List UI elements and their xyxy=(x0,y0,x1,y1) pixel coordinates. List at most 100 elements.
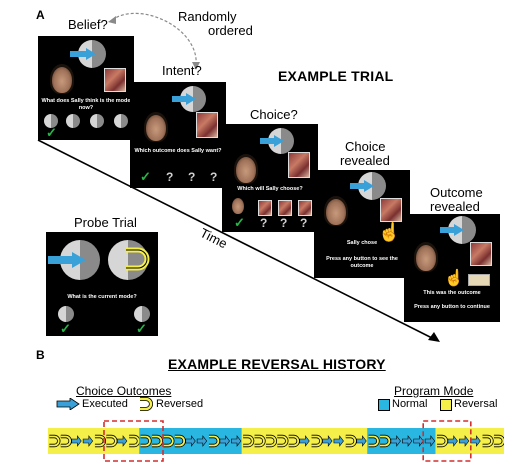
executed-arrow-icon xyxy=(413,435,424,447)
executed-arrow-icon xyxy=(470,435,481,447)
outcome-revealed-line1: Outcome xyxy=(430,185,483,200)
randomly-ordered-arrow xyxy=(111,12,197,67)
unknown-response-1: ? xyxy=(166,170,174,184)
executed-arrow-icon xyxy=(70,48,96,60)
reversed-arrow-icon xyxy=(345,435,357,447)
reversed-arrow-icon xyxy=(126,247,150,271)
executed-arrow-icon xyxy=(260,135,284,147)
unknown-response-3: ? xyxy=(210,170,218,184)
check-icon-right: ✓ xyxy=(136,321,147,336)
choice-label: Choice? xyxy=(250,107,298,122)
option-pie-1 xyxy=(44,114,58,128)
reversed-label: Reversed xyxy=(156,398,204,410)
reversed-arrow-icon xyxy=(60,435,72,447)
outcome-revealed-line2: revealed xyxy=(430,199,480,214)
unknown-response-2: ? xyxy=(280,216,288,230)
probe-trial-label: Probe Trial xyxy=(74,215,137,230)
executed-arrow-icon xyxy=(356,435,367,447)
executed-arrow-icon xyxy=(185,435,196,447)
option-pie-2 xyxy=(66,114,80,128)
unknown-response-3: ? xyxy=(300,216,308,230)
reversed-arrow-icon xyxy=(163,435,174,447)
executed-arrow-icon xyxy=(459,435,470,447)
choice-revealed-text: Sally chose xyxy=(346,240,378,246)
probe-pie-reversed-icon xyxy=(108,240,148,280)
panel-a-letter: A xyxy=(36,8,45,22)
time-line xyxy=(37,139,437,341)
belief-screen: What does Sally think is the mode now? ✓ xyxy=(38,36,134,140)
option-pie-3 xyxy=(90,114,104,128)
reversed-arrow-icon xyxy=(379,435,391,447)
reversed-arrow-icon xyxy=(151,435,163,447)
executed-arrow-icon xyxy=(48,252,86,268)
option-pie-executed xyxy=(58,306,74,322)
outcome-photo xyxy=(470,242,492,266)
reversed-arrow-icon xyxy=(254,435,265,447)
unknown-response-1: ? xyxy=(260,216,268,230)
check-icon-left: ✓ xyxy=(60,321,71,336)
option-photo-1 xyxy=(258,200,272,216)
outcome-object-icon xyxy=(468,274,490,286)
time-arrowhead xyxy=(428,332,440,342)
unknown-response-2: ? xyxy=(188,170,196,184)
outcome-photo xyxy=(288,152,310,178)
option-face-icon xyxy=(232,198,244,214)
executed-arrow-icon xyxy=(322,435,333,447)
randomly-ordered-arrowhead-bottom xyxy=(192,62,200,70)
reversed-arrow-icon xyxy=(49,435,60,447)
reversal-swatch xyxy=(440,399,452,411)
outcome-photo xyxy=(380,198,402,222)
reversal-label: Reversal xyxy=(454,398,498,410)
randomly-ordered-arrowhead-top xyxy=(108,16,116,24)
probe-prompt: What is the current mode? xyxy=(67,294,137,300)
normal-label: Normal xyxy=(392,398,428,410)
option-photo-3 xyxy=(298,200,312,216)
outcome-photo xyxy=(104,68,126,92)
executed-arrow-icon xyxy=(231,435,242,447)
sally-face xyxy=(52,67,72,93)
reversed-arrow-icon xyxy=(265,435,277,447)
reversal-history-bar xyxy=(48,420,504,462)
executed-arrow-icon xyxy=(424,435,436,447)
executed-arrow-legend-icon xyxy=(56,398,80,410)
belief-label: Belief? xyxy=(68,17,108,32)
reversed-arrow-icon xyxy=(493,435,504,447)
outcome-text: This was the outcome xyxy=(423,290,481,296)
reversed-arrow-icon xyxy=(243,435,254,447)
hand-pointer-icon: ☝ xyxy=(444,270,464,287)
check-icon: ✓ xyxy=(140,169,151,184)
choice-revealed-screen: Sally chose Press any button to see the … xyxy=(314,170,410,278)
choice-revealed-line1: Choice xyxy=(345,139,386,154)
highlight-box-reversal-2 xyxy=(422,420,472,462)
executed-arrow-icon xyxy=(196,435,208,447)
option-pie-reversed xyxy=(134,306,150,322)
panel-b-letter: B xyxy=(36,348,45,362)
reversed-arrow-icon xyxy=(106,435,117,447)
reversed-arrow-icon xyxy=(436,435,448,447)
outcome-photo xyxy=(196,112,218,138)
executed-arrow-icon xyxy=(71,435,82,447)
executed-arrow-icon xyxy=(333,435,344,447)
executed-arrow-icon xyxy=(117,435,128,447)
sally-face xyxy=(146,115,166,141)
reversed-arrow-icon xyxy=(288,435,300,447)
reversed-arrow-icon xyxy=(140,435,151,447)
reversed-arrow-icon xyxy=(174,435,186,447)
randomly-label: Randomly xyxy=(178,9,237,24)
executed-arrow-icon xyxy=(390,435,401,447)
check-icon: ✓ xyxy=(234,215,245,230)
option-photo-2 xyxy=(278,200,292,216)
executed-arrow-icon xyxy=(219,435,230,447)
choice-revealed-line2: revealed xyxy=(340,153,390,168)
intent-screen: Which outcome does Sally want? ✓ ? ? ? xyxy=(130,82,226,188)
reversed-arrow-icon xyxy=(482,435,493,447)
highlight-box-reversal-1 xyxy=(103,420,164,462)
intent-prompt: Which outcome does Sally want? xyxy=(134,148,222,154)
executed-arrow-icon xyxy=(402,435,413,447)
sally-face xyxy=(326,199,346,225)
sally-face xyxy=(236,157,256,183)
ordered-label: ordered xyxy=(208,23,253,38)
choice-screen: Which will Sally choose? ✓ ? ? ? xyxy=(222,124,318,232)
reversed-arrow-icon xyxy=(277,435,288,447)
